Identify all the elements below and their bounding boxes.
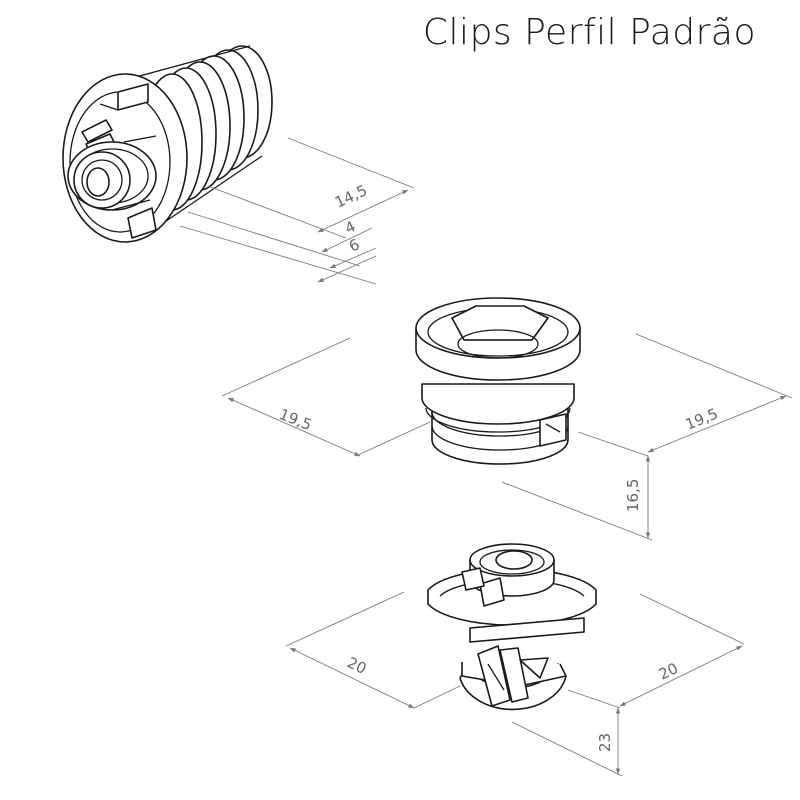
dim-label-16-5: 16,5: [624, 479, 642, 512]
dim-label-20-right: 20: [656, 659, 681, 684]
split-clip-part: [427, 543, 597, 711]
hex-insert-part: [415, 297, 581, 465]
dim-label-14-5: 14,5: [332, 181, 370, 211]
dim-label-23: 23: [596, 733, 614, 752]
threaded-clip-part: [62, 45, 273, 243]
threaded-clip-dimensions: 14,5 4 6: [179, 137, 415, 285]
dim-label-6: 6: [346, 235, 362, 255]
drawing-title: Clips Perfil Padrão: [422, 12, 756, 53]
dim-label-19-5-right: 19,5: [683, 405, 721, 434]
dim-label-4: 4: [342, 217, 358, 237]
dim-label-20-left: 20: [344, 653, 369, 678]
dim-label-19-5-left: 19,5: [277, 405, 315, 434]
